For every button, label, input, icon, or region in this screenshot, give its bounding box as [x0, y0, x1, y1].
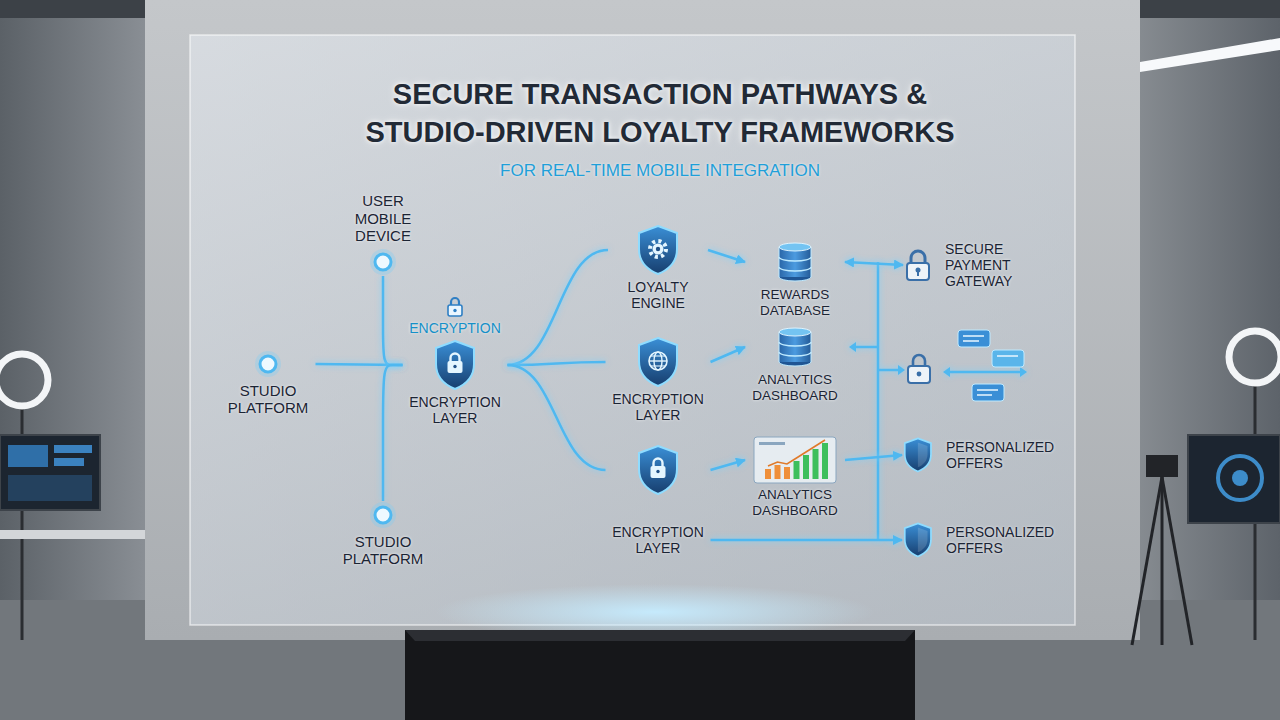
shield-node: LOYALTY ENGINE: [608, 224, 708, 311]
display-wall: [145, 0, 1140, 640]
endpoint-dot: [254, 350, 282, 378]
endpoint-node: STUDIO PLATFORM: [221, 350, 316, 417]
connector: [845, 262, 903, 265]
display-stand: [405, 630, 915, 720]
node-label: STUDIO PLATFORM: [336, 533, 431, 568]
database-icon: [772, 324, 818, 370]
connector: [508, 362, 606, 365]
chat-bubbles-icon: [958, 330, 1024, 401]
shield-icon: [432, 339, 478, 391]
endpoint-node: USER MOBILE DEVICE: [343, 192, 423, 276]
node-label: ENCRYPTION LAYER: [606, 524, 711, 556]
database-node: ANALYTICS DASHBOARD: [745, 324, 845, 403]
shield-icon: [902, 437, 934, 473]
shield-node: ENCRYPTION LAYER: [606, 336, 711, 423]
offer-node: PERSONALIZED OFFERS: [902, 522, 1066, 558]
node-heading: ENCRYPTION: [409, 320, 501, 336]
node-label: PERSONALIZED OFFERS: [946, 439, 1066, 471]
ceiling-light: [1140, 38, 1280, 72]
secure-lock-icon: [908, 355, 930, 383]
node-label: ENCRYPTION LAYER: [606, 391, 711, 423]
endpoint-dot: [369, 248, 397, 276]
shield-icon: [635, 444, 681, 496]
connector: [711, 460, 746, 470]
node-label: ANALYTICS DASHBOARD: [745, 487, 845, 518]
lock-icon: [445, 295, 465, 317]
subtitle: FOR REAL-TIME MOBILE INTEGRATION: [330, 161, 990, 181]
endpoint-node: STUDIO PLATFORM: [336, 501, 431, 568]
right-studio-gear: [1132, 331, 1280, 645]
connector: [383, 276, 403, 365]
offer-node: PERSONALIZED OFFERS: [902, 437, 1066, 473]
connector: [383, 365, 403, 501]
lock-icon: [903, 247, 933, 283]
chart-icon: [753, 436, 837, 484]
dashboard-node: ANALYTICS DASHBOARD: [745, 436, 845, 518]
connector: [508, 365, 606, 470]
database-node: REWARDS DATABASE: [745, 239, 845, 318]
node-label: STUDIO PLATFORM: [221, 382, 316, 417]
connector: [508, 250, 609, 365]
shield-icon: [902, 522, 934, 558]
connector: [711, 539, 903, 542]
node-label: PERSONALIZED OFFERS: [946, 524, 1066, 556]
gateway-node: SECURE PAYMENT GATEWAY: [903, 241, 1045, 289]
connector: [845, 455, 902, 460]
shield-node: ENCRYPTION LAYER: [606, 444, 711, 556]
connector: [708, 250, 745, 262]
shield-icon: [635, 224, 681, 276]
glass-panel: [190, 35, 1075, 625]
node-label: ENCRYPTION LAYER: [403, 394, 508, 426]
node-label: REWARDS DATABASE: [745, 287, 845, 318]
connector: [711, 347, 746, 362]
distribution-bus: [849, 262, 1027, 540]
node-label: LOYALTY ENGINE: [608, 279, 708, 311]
left-studio-gear: [0, 354, 145, 640]
endpoint-dot: [369, 501, 397, 529]
node-label: USER MOBILE DEVICE: [343, 192, 423, 244]
database-icon: [772, 239, 818, 285]
diagram-title: SECURE TRANSACTION PATHWAYS & STUDIO-DRI…: [340, 76, 980, 151]
node-label: ANALYTICS DASHBOARD: [745, 372, 845, 403]
node-label: SECURE PAYMENT GATEWAY: [945, 241, 1045, 289]
shield-icon: [635, 336, 681, 388]
encryption-hub: ENCRYPTION ENCRYPTION LAYER: [403, 295, 508, 426]
